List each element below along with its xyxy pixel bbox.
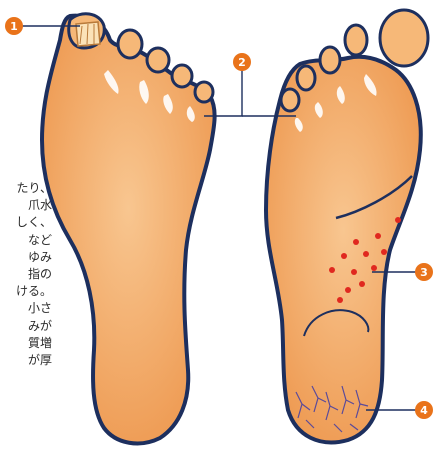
left-foot-sole — [42, 14, 215, 444]
right-toe-5 — [281, 89, 299, 111]
marker-1: 1 — [5, 17, 23, 35]
right-toe-3 — [320, 47, 340, 73]
left-toe-2 — [118, 30, 142, 58]
marker-1-label: 1 — [10, 20, 18, 33]
marker-3: 3 — [415, 263, 433, 281]
marker-4-label: 4 — [420, 404, 428, 417]
marker-2: 2 — [233, 53, 251, 71]
marker-2-label: 2 — [238, 56, 246, 69]
left-toe-5 — [195, 82, 213, 102]
right-foot-sole — [266, 10, 428, 442]
right-toe-4 — [297, 66, 315, 90]
marker-4: 4 — [415, 401, 433, 419]
left-toe-4 — [172, 65, 192, 87]
marker-3-label: 3 — [420, 266, 428, 279]
left-toe-3 — [147, 48, 169, 72]
right-foot-outline — [266, 57, 421, 443]
right-toe-2 — [345, 25, 367, 55]
right-big-toe — [380, 10, 428, 66]
